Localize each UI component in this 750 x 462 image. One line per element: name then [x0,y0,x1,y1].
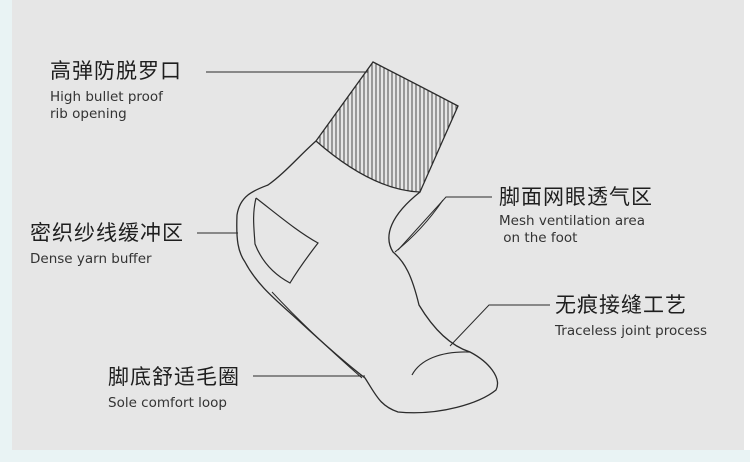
callout-rib-opening: 高弹防脱罗口 High bullet proof rib opening [50,58,182,123]
callout-mesh-en-line2: on the foot [499,230,578,246]
callout-rib-en-line2: rib opening [50,106,127,122]
callout-loop-cn: 脚底舒适毛圈 [108,365,240,389]
callout-sole-loop: 脚底舒适毛圈 Sole comfort loop [108,364,240,412]
sole-loop-line [271,291,363,379]
callout-mesh-ventilation: 脚面网眼透气区 Mesh ventilation area on the foo… [499,184,653,247]
callout-buffer-cn: 密织纱线缓冲区 [30,221,184,245]
callout-yarn-buffer: 密织纱线缓冲区 Dense yarn buffer [30,220,184,268]
left-edge-strip [0,0,12,462]
callout-mesh-cn: 脚面网眼透气区 [499,185,653,209]
cuff-outline [315,61,459,193]
callout-joint-en: Traceless joint process [555,323,708,339]
callout-buffer-en: Dense yarn buffer [30,251,152,267]
callout-mesh-en-line1: Mesh ventilation area [499,213,646,229]
callout-rib-cn: 高弹防脱罗口 [50,59,182,83]
leader-mesh [397,196,492,251]
bottom-edge-strip [0,450,750,462]
sock-outline [236,140,499,414]
callout-traceless-joint: 无痕接缝工艺 Traceless joint process [555,292,707,340]
leader-joint [449,304,550,347]
callout-loop-en: Sole comfort loop [108,395,227,411]
callout-joint-cn: 无痕接缝工艺 [555,293,687,317]
right-edge-strip [744,0,750,462]
toe-cap [411,351,471,376]
heel-buffer-panel [253,197,319,284]
ribbed-cuff [316,62,457,192]
callout-rib-en-line1: High bullet proof [50,89,163,105]
